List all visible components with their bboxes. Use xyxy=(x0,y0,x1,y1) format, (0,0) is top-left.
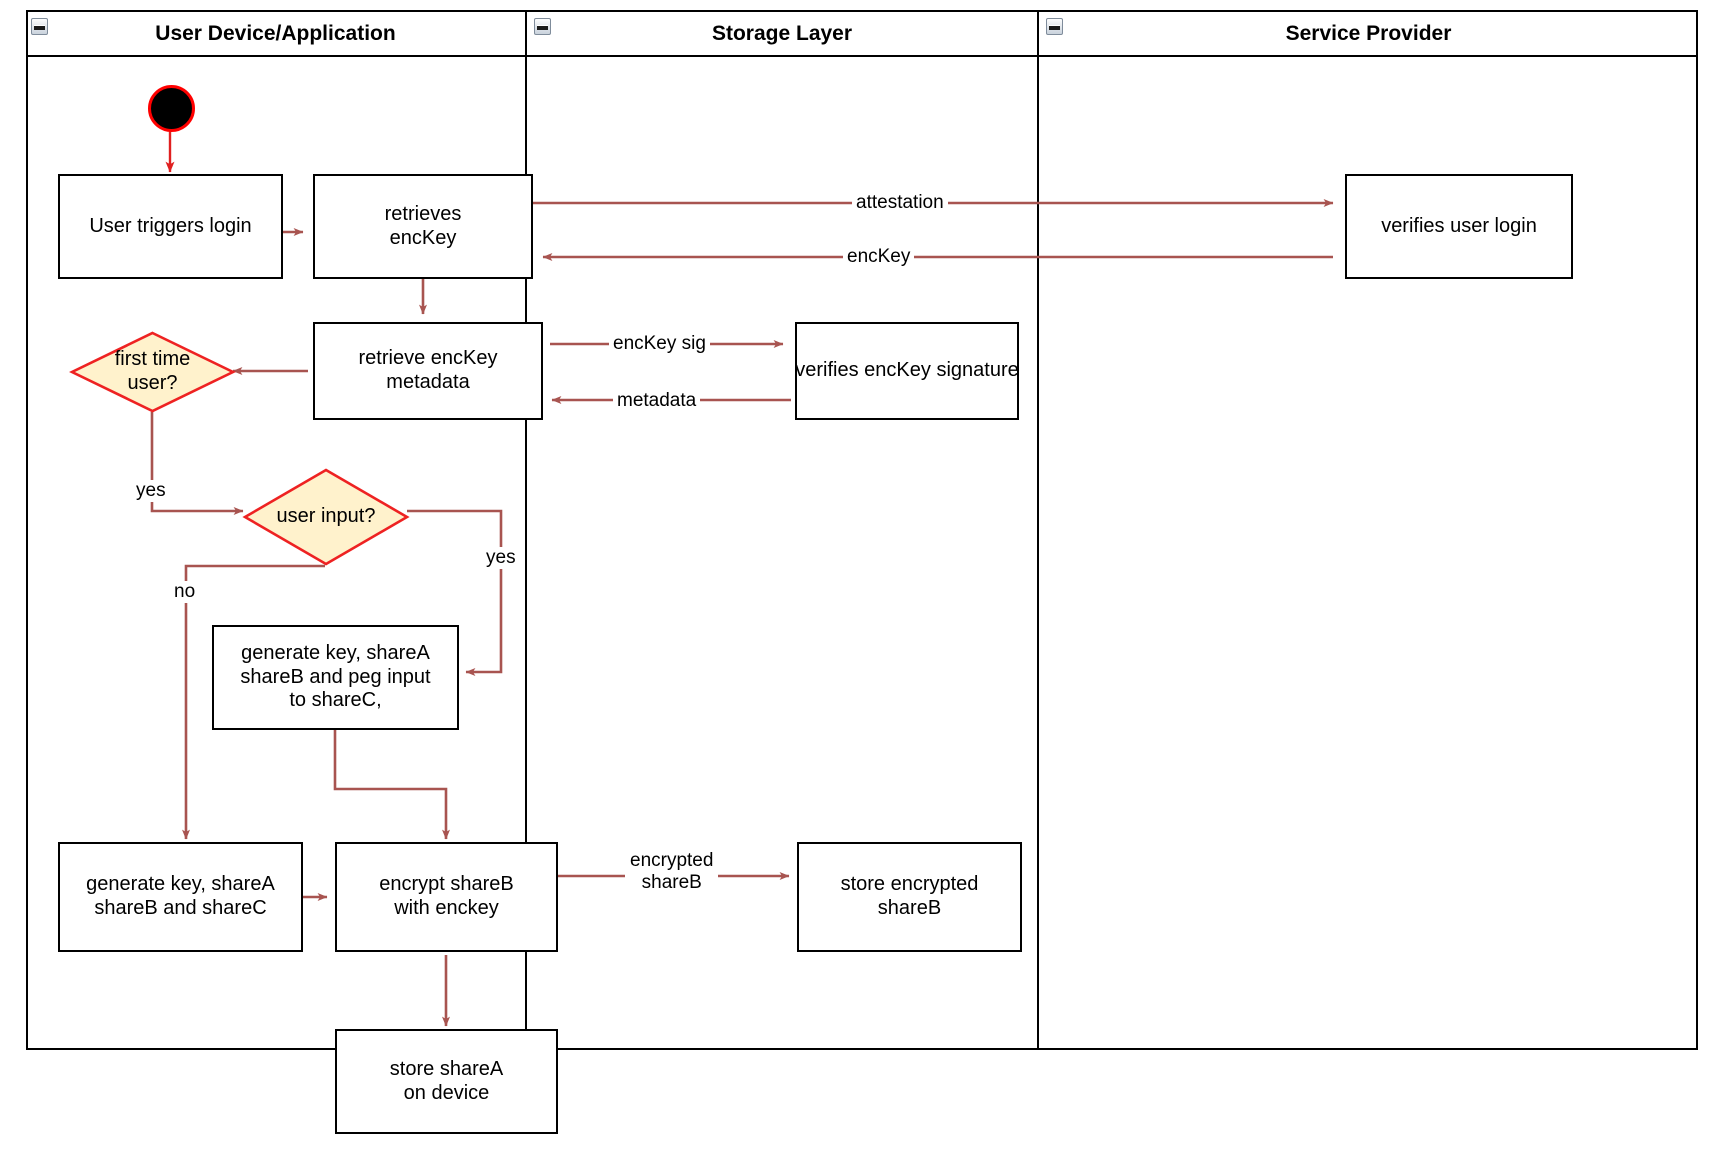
collapse-icon-user-device[interactable] xyxy=(31,18,48,35)
edge-label-encrypted-shareb-text: encrypted shareB xyxy=(630,850,714,894)
node-user-triggers-login[interactable]: User triggers login xyxy=(58,174,283,279)
edge-label-metadata: metadata xyxy=(613,390,701,413)
edge-peg-to-encrypt xyxy=(333,730,450,840)
header-separator xyxy=(26,55,1698,57)
edge-label-yes-firsttime: yes xyxy=(132,480,170,503)
lane-title-user-device: User Device/Application xyxy=(155,22,396,45)
node-label: store encrypted shareB xyxy=(840,873,979,919)
node-retrieve-enckey-metadata[interactable]: retrieve encKey metadata xyxy=(313,322,543,420)
node-label: first time user? xyxy=(114,348,191,394)
node-label: generate key, shareA shareB and shareC xyxy=(86,873,275,919)
swimlane-frame xyxy=(26,10,1698,1050)
node-label: verifies encKey signature xyxy=(795,359,1019,382)
node-store-sharea-on-device[interactable]: store shareA on device xyxy=(335,1029,558,1134)
node-label: retrieves encKey xyxy=(384,202,462,249)
node-user-input[interactable]: user input? xyxy=(242,468,410,566)
edge-label-enckey: encKey xyxy=(843,246,915,269)
node-generate-shares[interactable]: generate key, shareA shareB and shareC xyxy=(58,842,303,952)
node-verifies-enckey-signature[interactable]: verifies encKey signature xyxy=(795,322,1019,420)
node-label: User triggers login xyxy=(89,214,252,237)
edge-userinput-no xyxy=(182,564,325,840)
lane-title-storage-layer: Storage Layer xyxy=(711,22,853,45)
node-store-encrypted-shareb[interactable]: store encrypted shareB xyxy=(797,842,1022,952)
node-label: encrypt shareB with enckey xyxy=(379,873,514,919)
node-label: retrieve encKey metadata xyxy=(358,347,498,393)
initial-node xyxy=(148,85,195,132)
collapse-icon-service-provider[interactable] xyxy=(1046,18,1063,35)
collapse-icon-storage-layer[interactable] xyxy=(534,18,551,35)
node-encrypt-shareb[interactable]: encrypt shareB with enckey xyxy=(335,842,558,952)
edge-label-attestation: attestation xyxy=(852,192,948,215)
decision-shape xyxy=(242,468,410,566)
node-label: verifies user login xyxy=(1381,214,1537,237)
decision-shape xyxy=(69,331,236,413)
node-generate-peg-input[interactable]: generate key, shareA shareB and peg inpu… xyxy=(212,625,459,730)
edge-label-yes-userinput: yes xyxy=(482,547,520,570)
edge-label-encrypted-shareb: encrypted shareB xyxy=(625,850,719,895)
edge-userinput-yes xyxy=(407,509,503,676)
node-verifies-user-login[interactable]: verifies user login xyxy=(1345,174,1573,279)
edge-label-no-userinput: no xyxy=(170,581,200,604)
lane-title-service-provider: Service Provider xyxy=(1285,22,1452,45)
node-retrieves-enckey[interactable]: retrieves encKey xyxy=(313,174,533,279)
lane-divider-2 xyxy=(1037,10,1039,1050)
node-label: store shareA on device xyxy=(389,1057,504,1104)
edge-label-enckey-sig: encKey sig xyxy=(609,333,710,356)
node-first-time-user[interactable]: first time user? xyxy=(69,331,236,413)
node-label: user input? xyxy=(276,505,376,528)
node-label: generate key, shareA shareB and peg inpu… xyxy=(240,642,431,712)
lane-divider-1 xyxy=(525,10,527,1050)
edge-firsttime-yes xyxy=(150,412,244,515)
